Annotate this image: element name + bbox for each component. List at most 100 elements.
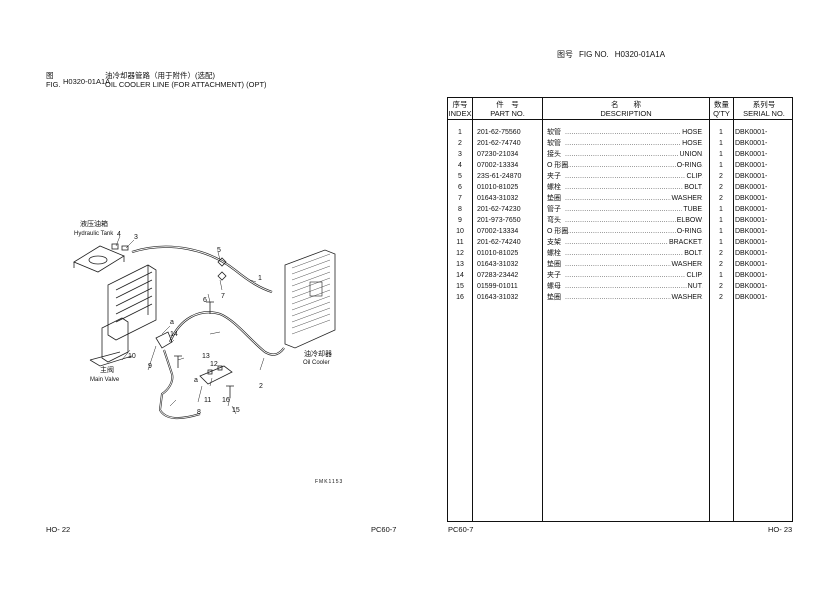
- row-qty: 1: [719, 239, 723, 246]
- row-part-no: 01010-81025: [477, 184, 519, 191]
- row-qty: 2: [719, 261, 723, 268]
- row-serial: DBK0001-: [735, 173, 768, 180]
- row-leader-dots: ........................................…: [565, 283, 703, 290]
- row-serial: DBK0001-: [735, 151, 768, 158]
- row-desc-cn: 螺栓: [547, 250, 561, 257]
- row-desc-cn: 夹子: [547, 173, 561, 180]
- fig-number-value: H0320-01A1A: [614, 50, 666, 59]
- row-desc-cn: 管子: [547, 206, 561, 213]
- clip-5: [217, 257, 227, 267]
- row-leader-dots: ........................................…: [565, 129, 703, 136]
- row-leader-dots: ........................................…: [565, 162, 703, 169]
- callout-3: 3: [134, 234, 138, 241]
- callout-4: 4: [117, 231, 121, 238]
- row-serial: DBK0001-: [735, 206, 768, 213]
- row-qty: 1: [719, 140, 723, 147]
- row-qty: 1: [719, 129, 723, 136]
- fig-code: H0320-01A1A: [63, 77, 111, 86]
- row-qty: 1: [719, 206, 723, 213]
- figure-code-small: FMK1153: [315, 479, 344, 485]
- row-part-no: 201-62-75560: [477, 129, 521, 136]
- row-desc-cn: 垫圈: [547, 261, 561, 268]
- row-desc-en: O-RING: [675, 226, 702, 237]
- row-index: 15: [456, 283, 464, 290]
- callout-1: 1: [258, 275, 262, 282]
- table-row: 1 201-62-75560 软管.........................…: [448, 127, 792, 138]
- row-desc-en: O-RING: [675, 160, 702, 171]
- row-qty: 1: [719, 217, 723, 224]
- row-serial: DBK0001-: [735, 272, 768, 279]
- row-qty: 2: [719, 195, 723, 202]
- model-left: PC60-7: [371, 525, 397, 534]
- row-part-no: 23S-61-24870: [477, 173, 522, 180]
- row-index: 8: [458, 206, 462, 213]
- oil-cooler-label-en: Oil Cooler: [303, 360, 330, 366]
- hydraulic-tank-top: [73, 245, 125, 273]
- row-desc-en: HOSE: [681, 127, 702, 138]
- main-valve-label-cn: 主阀: [100, 365, 114, 374]
- row-leader-dots: ........................................…: [565, 228, 703, 235]
- row-part-no: 07002-13334: [477, 162, 519, 169]
- row-serial: DBK0001-: [735, 239, 768, 246]
- row-leader-dots: ........................................…: [565, 151, 703, 158]
- callout-9: 9: [148, 363, 152, 370]
- row-part-no: 07002-13334: [477, 228, 519, 235]
- row-qty: 2: [719, 294, 723, 301]
- bolt-12: [174, 355, 182, 368]
- callout-a-upper: a: [170, 319, 174, 326]
- row-serial: DBK0001-: [735, 261, 768, 268]
- row-serial: DBK0001-: [735, 162, 768, 169]
- left-page-title: 图 FIG. H0320-01A1A 油冷却器管路（用于附件）(选配) OIL …: [46, 71, 286, 91]
- callout-8: 8: [197, 409, 201, 416]
- row-desc-en: WASHER: [670, 292, 702, 303]
- row-serial: DBK0001-: [735, 140, 768, 147]
- row-leader-dots: ........................................…: [565, 206, 703, 213]
- row-index: 13: [456, 261, 464, 268]
- oil-cooler-body: [284, 249, 336, 349]
- row-part-no: 07283-23442: [477, 272, 519, 279]
- row-desc-cn: 弯头: [547, 217, 561, 224]
- row-serial: DBK0001-: [735, 250, 768, 257]
- fig-label-en: FIG.: [46, 80, 61, 89]
- row-qty: 2: [719, 283, 723, 290]
- row-leader-dots: ........................................…: [565, 250, 703, 257]
- bracket-11: [199, 365, 233, 385]
- row-desc-en: WASHER: [670, 259, 702, 270]
- row-index: 7: [458, 195, 462, 202]
- row-desc-cn: 垫圈: [547, 294, 561, 301]
- row-leader-dots: ........................................…: [565, 294, 703, 301]
- row-part-no: 201-62-74740: [477, 140, 521, 147]
- row-qty: 1: [719, 272, 723, 279]
- callout-7: 7: [221, 293, 225, 300]
- row-desc-cn: 软管: [547, 129, 561, 136]
- row-serial: DBK0001-: [735, 294, 768, 301]
- row-serial: DBK0001-: [735, 195, 768, 202]
- row-index: 4: [458, 162, 462, 169]
- row-qty: 1: [719, 228, 723, 235]
- callout-6: 6: [203, 297, 207, 304]
- row-desc-en: BOLT: [683, 182, 702, 193]
- row-part-no: 01010-81025: [477, 250, 519, 257]
- row-desc-cn: O 形圈: [547, 162, 569, 169]
- row-desc-cn: 垫圈: [547, 195, 561, 202]
- title-cn: 油冷却器管路（用于附件）(选配): [105, 71, 215, 80]
- row-qty: 1: [719, 162, 723, 169]
- row-qty: 2: [719, 173, 723, 180]
- row-leader-dots: ........................................…: [565, 184, 703, 191]
- row-desc-en: WASHER: [670, 193, 702, 204]
- model-right: PC60-7: [448, 525, 474, 534]
- tube-8: [158, 349, 201, 420]
- row-index: 5: [458, 173, 462, 180]
- row-desc-en: UNION: [678, 149, 702, 160]
- row-desc-en: CLIP: [685, 171, 702, 182]
- row-leader-dots: ........................................…: [565, 272, 703, 279]
